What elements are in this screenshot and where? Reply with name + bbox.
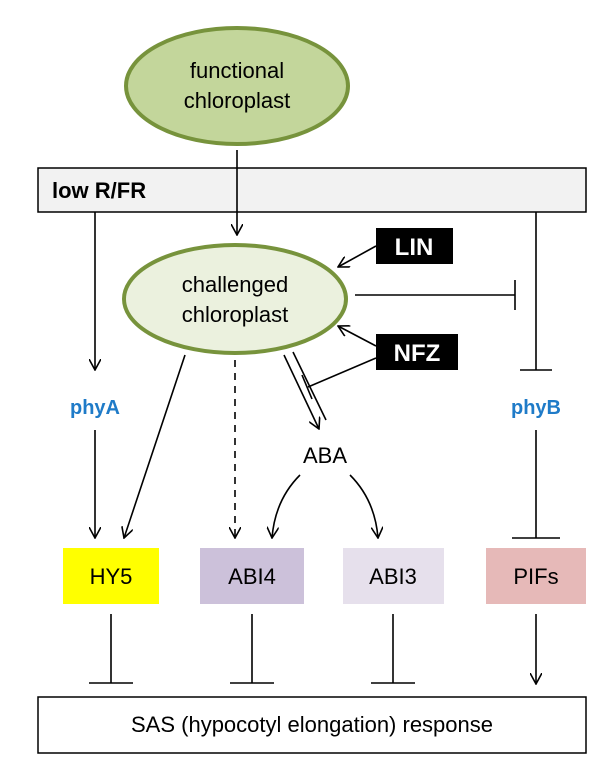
hy5-node: HY5 xyxy=(63,548,159,604)
nfz-box xyxy=(376,334,458,370)
challenged-chloroplast-ellipse xyxy=(122,243,348,355)
pifs-label: PIFs xyxy=(513,564,558,589)
sas-label: SAS (hypocotyl elongation) response xyxy=(131,712,493,737)
abi3-node: ABI3 xyxy=(343,548,444,604)
lin-arrow xyxy=(338,245,377,267)
aba-to-abi3-arrow xyxy=(349,474,378,538)
functional-label-line2: chloroplast xyxy=(184,88,290,113)
functional-chloroplast-ellipse xyxy=(124,26,350,146)
lin-box xyxy=(376,228,453,264)
low-rfr-rect xyxy=(37,167,587,213)
abi3-label: ABI3 xyxy=(369,564,417,589)
low-rfr-bar: low R/FR xyxy=(37,167,587,213)
abi4-node: ABI4 xyxy=(200,548,304,604)
phya-label: phyA xyxy=(70,397,120,419)
nfz-to-chloroplast-arrow xyxy=(338,326,377,347)
low-rfr-label: low R/FR xyxy=(52,178,146,203)
nfz-to-aba-inhibition xyxy=(307,357,377,388)
challenged-label-line1: challenged xyxy=(182,272,288,297)
sas-response-node: SAS (hypocotyl elongation) response xyxy=(37,696,587,754)
abi3-box xyxy=(343,548,444,604)
challenged-label-line2: chloroplast xyxy=(182,302,288,327)
pifs-node: PIFs xyxy=(486,548,586,604)
challenged-chloroplast-node: challenged chloroplast xyxy=(122,243,348,355)
nfz-label: NFZ xyxy=(394,340,441,367)
abi4-label: ABI4 xyxy=(228,564,276,589)
hy5-box xyxy=(63,548,159,604)
nfz-node: NFZ xyxy=(376,334,458,370)
challenged-to-aba-parallel-line xyxy=(292,351,327,421)
pifs-box xyxy=(486,548,586,604)
aba-label: ABA xyxy=(303,443,347,468)
phyb-label: phyB xyxy=(511,397,561,419)
challenged-to-aba-arrow xyxy=(283,354,319,429)
nfz-inhibition-bar xyxy=(301,374,313,400)
challenged-to-hy5-arrow xyxy=(124,354,186,538)
functional-chloroplast-node: functional chloroplast xyxy=(124,26,350,146)
sas-box xyxy=(37,696,587,754)
hy5-label: HY5 xyxy=(90,564,133,589)
lin-label: LIN xyxy=(395,234,434,261)
aba-to-abi4-arrow xyxy=(272,474,301,538)
abi4-box xyxy=(200,548,304,604)
lin-node: LIN xyxy=(376,228,453,264)
functional-label-line1: functional xyxy=(190,58,284,83)
